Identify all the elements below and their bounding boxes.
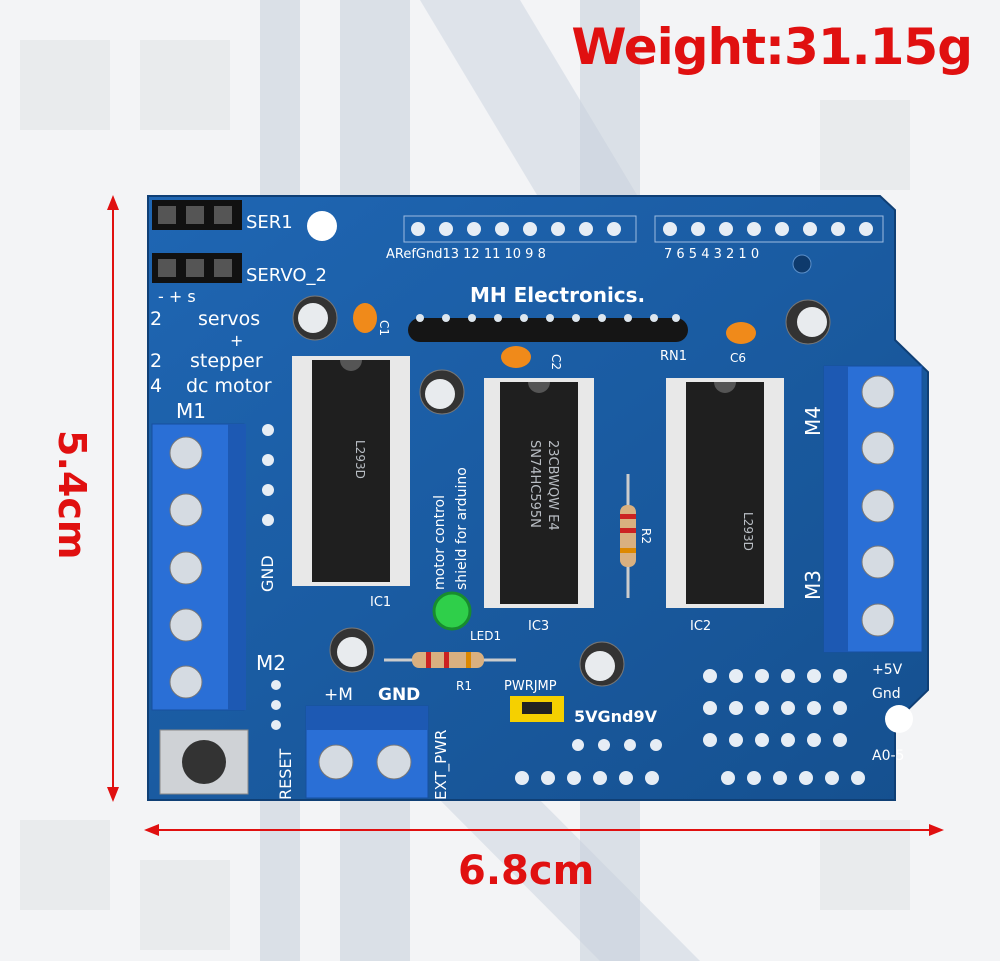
capacitor-c6 [726, 322, 756, 344]
shield-text-1: motor control [432, 495, 448, 590]
electrolytic-capacitor [292, 295, 338, 341]
c2-label: C2 [549, 354, 563, 370]
gnd-small-label: Gnd [872, 686, 901, 702]
pwrjmp-label: PWRJMP [504, 679, 557, 694]
a0-5-label: A0-5 [872, 748, 904, 764]
plus5v-label: +5V [872, 662, 903, 678]
feature-count-2: 2 [150, 350, 162, 372]
ic3-chip-marking-2: SN74HC595N [527, 440, 542, 528]
terminal-block-m3-m4[interactable] [823, 365, 923, 653]
shield-text-2: shield for arduino [454, 467, 470, 590]
feature-count-3: 4 [150, 375, 162, 397]
feature-stepper: stepper [190, 350, 263, 372]
reset-button[interactable] [159, 729, 249, 795]
servo1-header[interactable] [152, 200, 242, 230]
r1-label: R1 [456, 679, 472, 693]
c1-label: C1 [377, 320, 391, 336]
resistor-network-rn1 [408, 318, 688, 342]
gnd-vertical-label: GND [258, 555, 277, 592]
ic2-label: IC2 [690, 619, 711, 634]
feature-count-1: 2 [150, 308, 162, 330]
plus-m-label: +M [324, 685, 353, 705]
digital-row-label: 7 6 5 4 3 2 1 0 [664, 247, 759, 262]
gnd-label: GND [378, 685, 420, 705]
m1-label: M1 [176, 399, 206, 423]
aref-row-label: ARefGnd13 12 11 10 9 8 [386, 247, 546, 262]
m2-label: M2 [256, 651, 286, 675]
resistor-r1 [384, 652, 516, 668]
ic1-chip-marking: L293D [353, 440, 367, 479]
ic2-chip-marking: L293D [741, 512, 755, 551]
rn1-label: RN1 [660, 349, 687, 364]
led1-label: LED1 [470, 629, 501, 643]
ser1-label: SER1 [246, 212, 293, 233]
servo-pins-label: - + s [158, 287, 196, 306]
brand-label: MH Electronics. [470, 283, 645, 307]
ic3-chip-marking-1: 23CBWQW E4 [545, 440, 560, 531]
width-dimension-label: 6.8cm [458, 848, 595, 894]
ic1-label: IC1 [370, 595, 391, 610]
servo2-header[interactable] [152, 253, 242, 283]
height-dimension-label: 5.4cm [50, 430, 94, 560]
power-jumper[interactable] [510, 696, 564, 722]
m3-label: M3 [801, 570, 825, 600]
weight-label: Weight:31.15g [571, 18, 973, 76]
m4-label: M4 [801, 406, 825, 436]
terminal-block-ext-power[interactable] [305, 705, 429, 799]
reset-label: RESET [276, 749, 295, 800]
c6-label: C6 [730, 351, 746, 365]
ext-pwr-label: EXT_PWR [432, 730, 451, 800]
feature-servos: servos [198, 308, 260, 330]
ic3-label: IC3 [528, 619, 549, 634]
chip-ic1-l293d [292, 356, 410, 586]
servo2-label: SERVO_2 [246, 265, 327, 286]
led1 [432, 591, 472, 631]
chip-ic2-l293d [666, 378, 784, 608]
terminal-block-m1-m2[interactable] [151, 423, 246, 711]
capacitor-c2 [501, 346, 531, 368]
feature-plus: + [230, 331, 243, 350]
feature-dc-motor: dc motor [186, 375, 272, 397]
jumper-voltage-labels: 5VGnd9V [574, 707, 658, 726]
capacitor-c1 [353, 303, 377, 333]
r2-label: R2 [639, 528, 653, 544]
resistor-r2 [620, 474, 636, 598]
chip-ic3-74hc595 [484, 378, 594, 608]
